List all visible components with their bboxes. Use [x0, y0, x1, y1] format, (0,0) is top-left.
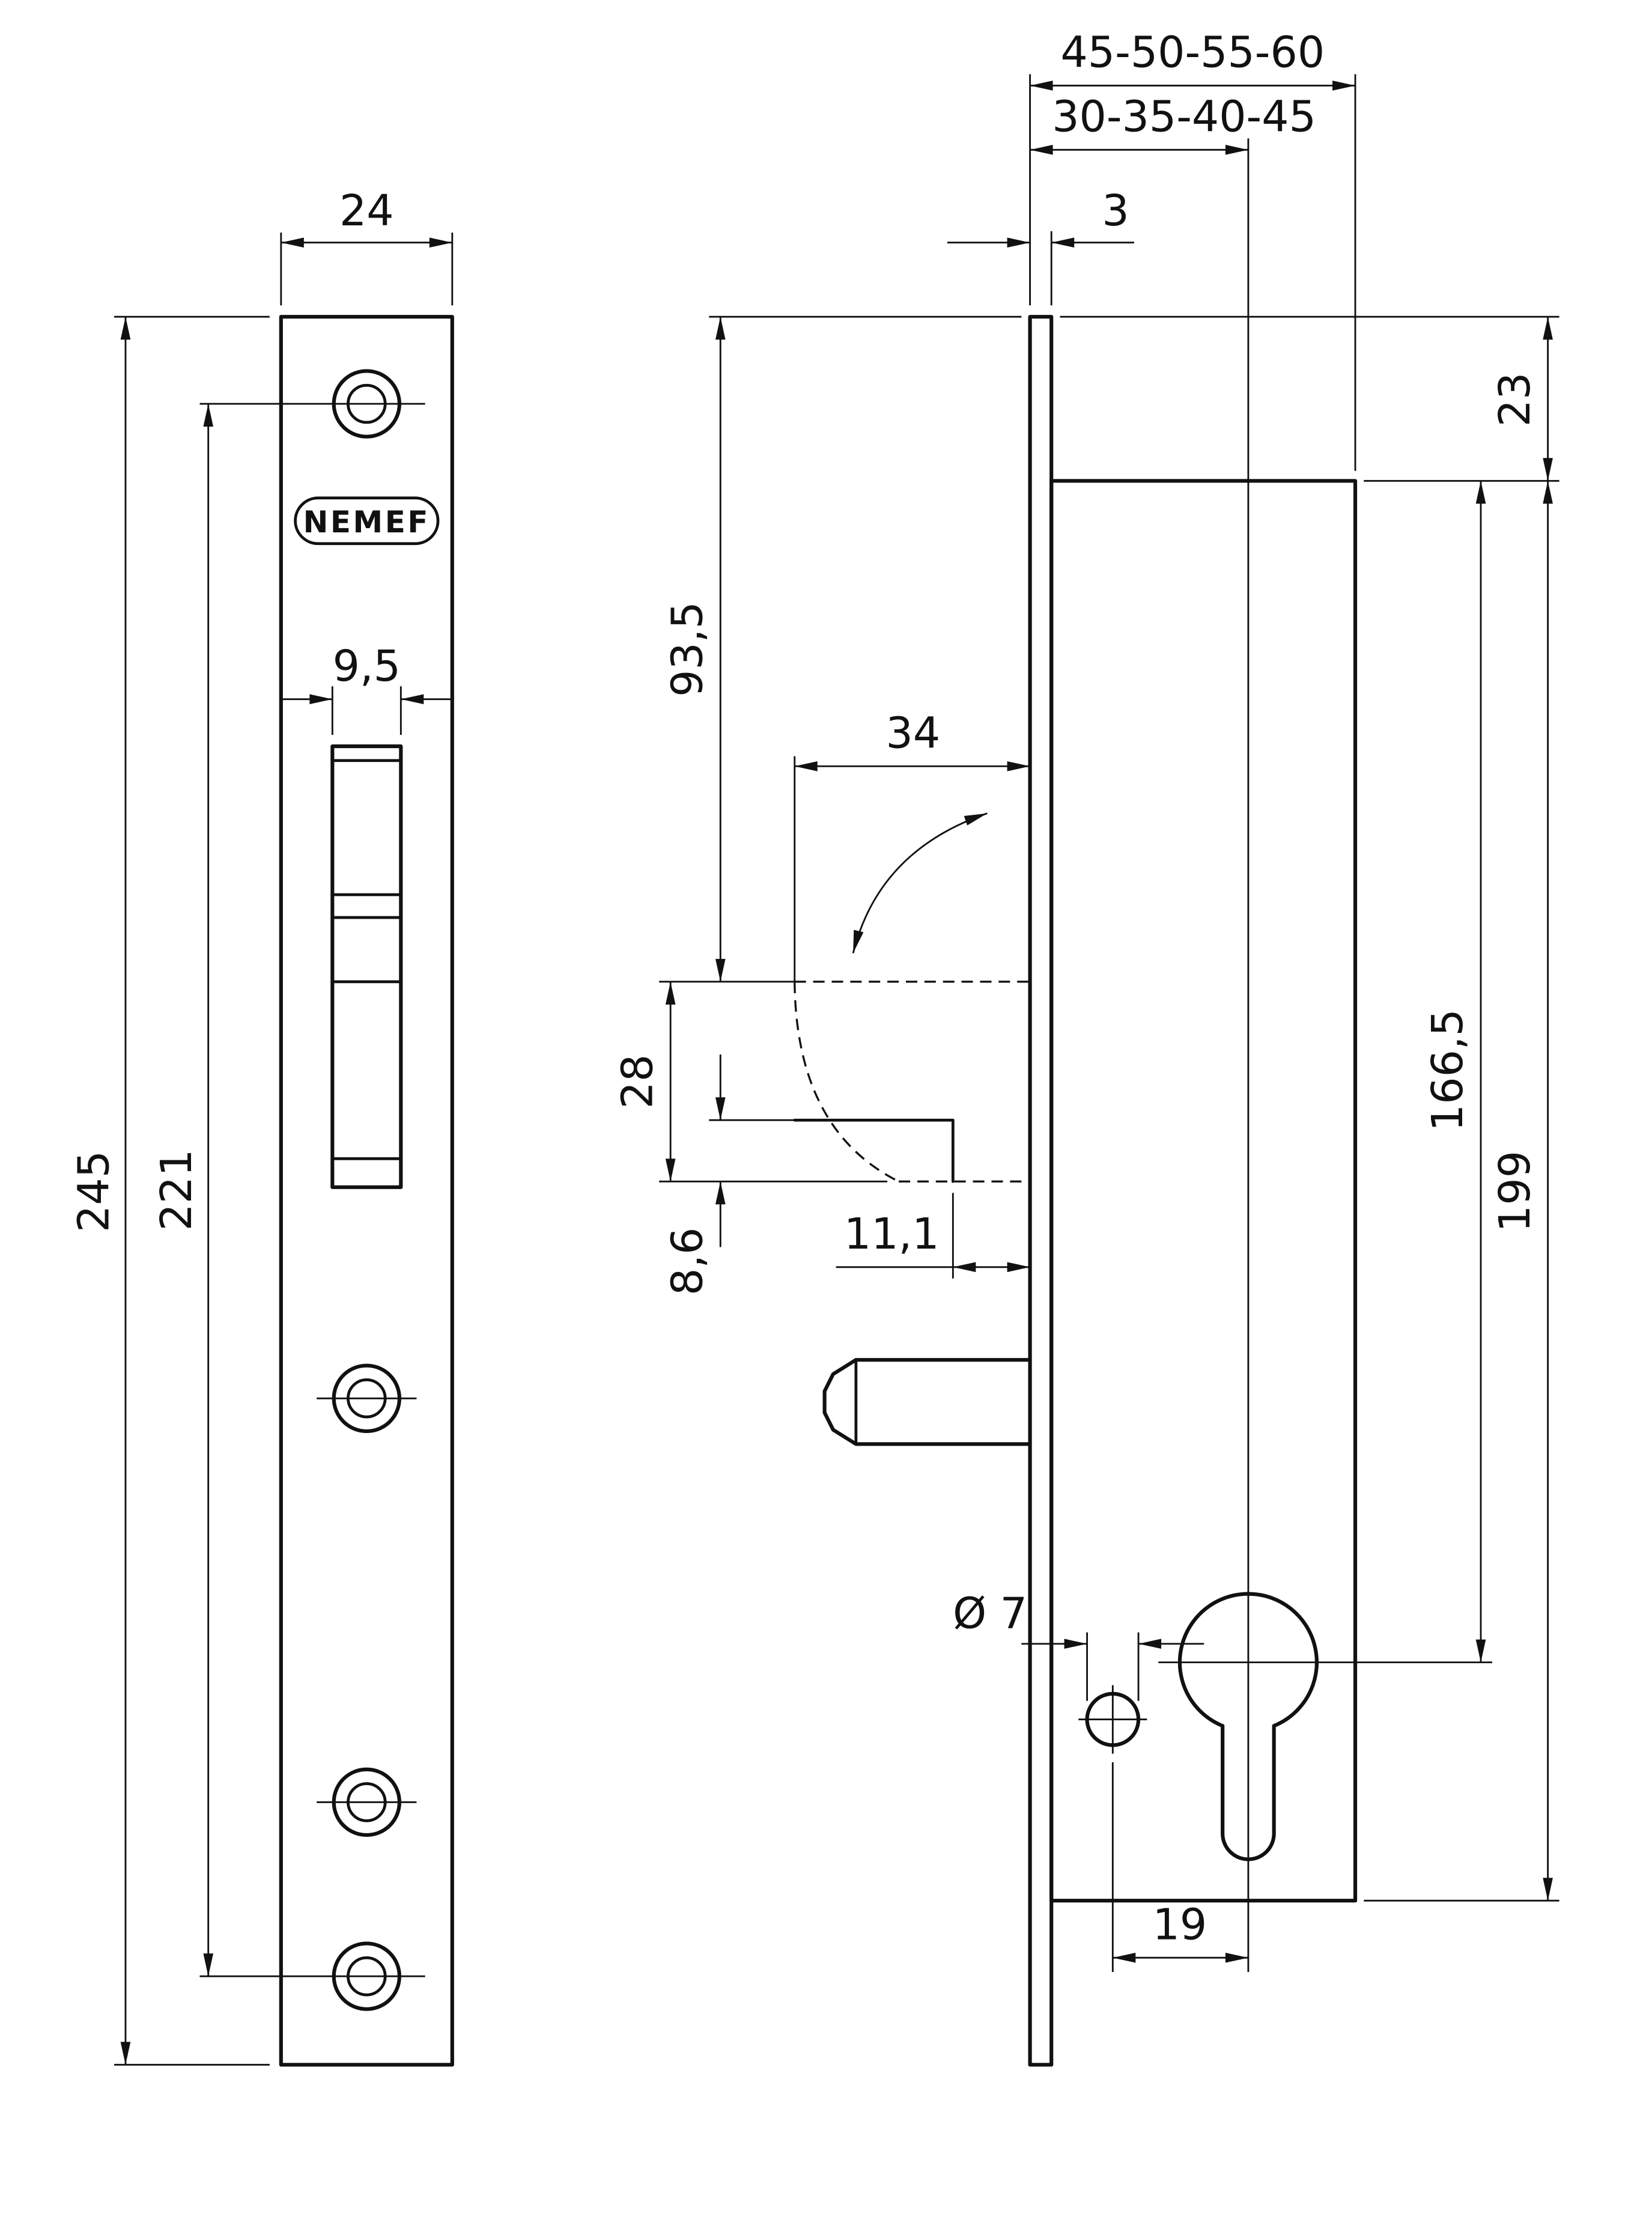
dim-hole-to-cylinder: 19 — [1111, 1762, 1248, 1972]
screw-hole-middle — [317, 1363, 417, 1433]
dim-cylinder-position-label: 166,5 — [1423, 1009, 1472, 1131]
dim-latch-step-height-label: 8,6 — [662, 1228, 712, 1295]
right-view-dimensions: 45-50-55-60 30-35-40-45 3 23 199 — [612, 28, 1559, 1972]
dim-case-height: 199 — [1364, 481, 1559, 1902]
dim-latch-reach-label: 34 — [886, 708, 941, 758]
dim-case-top-offset-label: 23 — [1490, 373, 1540, 427]
dim-plate-width: 24 — [280, 186, 454, 306]
dim-latch-step-height: 8,6 — [662, 1054, 795, 1295]
dim-latch-reach: 34 — [794, 708, 1030, 982]
dim-case-top-offset: 23 — [1060, 315, 1559, 482]
logo-outline — [294, 496, 440, 546]
dim-plate-thickness-label: 3 — [1102, 186, 1129, 236]
dim-plate-width-label: 24 — [339, 186, 394, 236]
dim-cutout-width: 9,5 — [279, 641, 454, 735]
dim-cutout-width-label: 9,5 — [333, 641, 401, 691]
brand-logo: NEMEF — [294, 496, 440, 546]
right-view-lock — [793, 138, 1493, 2067]
dim-case-height-label: 199 — [1490, 1151, 1540, 1232]
dim-depth-options: 45-50-55-60 — [1029, 28, 1356, 471]
dim-follower-position: 93,5 — [662, 315, 1022, 982]
left-view-dimensions: 24 9,5 245 221 — [68, 186, 454, 2066]
dim-latch-step-depth: 11,1 — [836, 1193, 1030, 1279]
logo-text: NEMEF — [303, 505, 430, 540]
fixing-hole — [1078, 1685, 1147, 1754]
faceplate-outline — [279, 315, 454, 2067]
swing-arrow-icon — [852, 812, 988, 954]
dim-plate-height-label: 245 — [68, 1151, 118, 1232]
dim-fix-hole-diameter-label: Ø 7 — [953, 1589, 1027, 1639]
hidden-latch — [793, 981, 1030, 1183]
latch-cutout — [330, 744, 403, 1189]
dim-follower-position-label: 93,5 — [662, 601, 712, 697]
dim-latch-height-label: 28 — [612, 1055, 662, 1109]
left-view-faceplate: NEMEF — [279, 315, 454, 2067]
dim-latch-height: 28 — [612, 981, 888, 1182]
dim-hole-span: 221 — [151, 403, 425, 1977]
dim-latch-step-depth-label: 11,1 — [844, 1209, 940, 1259]
dim-hole-span-label: 221 — [151, 1149, 201, 1231]
dim-depth-options-label: 45-50-55-60 — [1060, 28, 1325, 78]
dim-plate-height: 245 — [68, 315, 270, 2066]
faceplate-edge — [1028, 315, 1054, 2067]
pin-bolt — [822, 1358, 1032, 1446]
dim-backset-options-label: 30-35-40-45 — [1052, 91, 1316, 141]
dim-hole-to-cylinder-label: 19 — [1153, 1899, 1207, 1949]
dim-cylinder-position: 166,5 — [1423, 481, 1486, 1663]
euro-cylinder-profile — [1177, 1592, 1319, 1861]
lock-case — [1049, 479, 1358, 1903]
dim-backset-options: 30-35-40-45 — [1030, 91, 1316, 155]
dim-fix-hole-diameter: Ø 7 — [953, 1589, 1204, 1701]
screw-hole-lower — [317, 1767, 417, 1837]
dim-plate-thickness: 3 — [947, 186, 1134, 306]
